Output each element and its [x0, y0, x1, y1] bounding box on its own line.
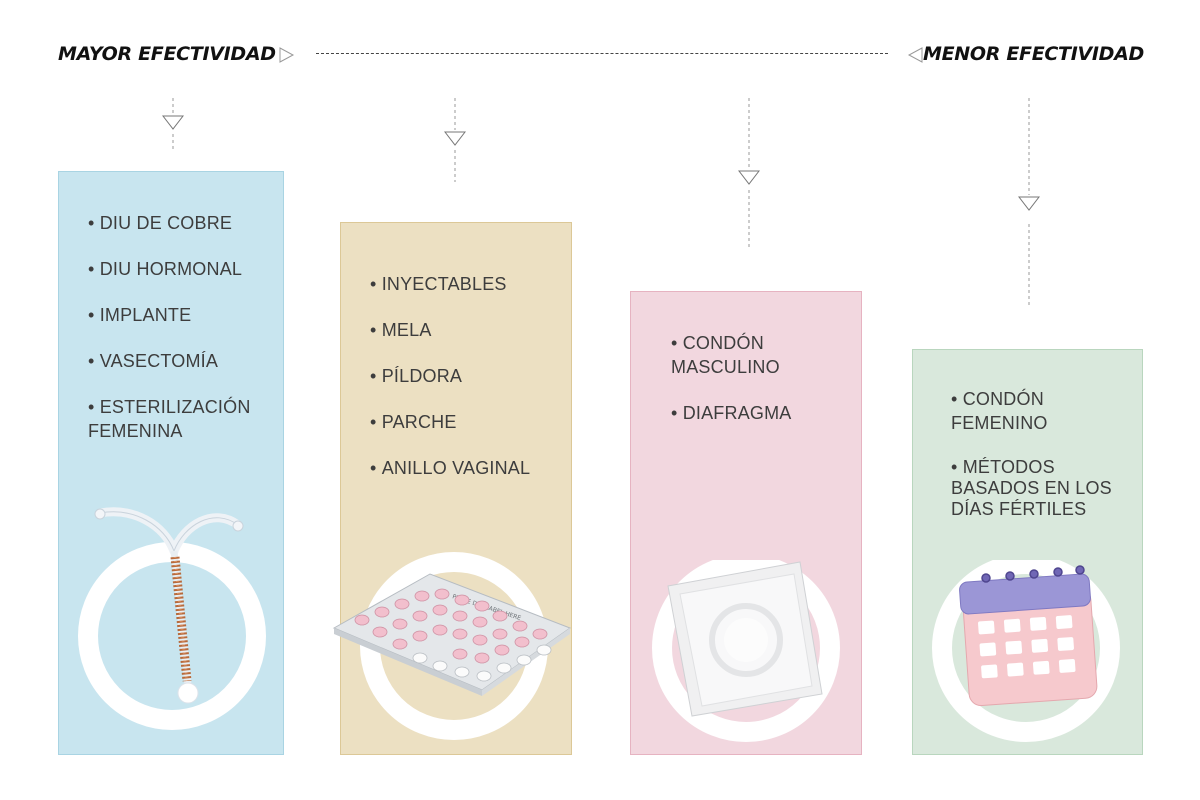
header-menor-efectividad: MENOR EFECTIVIDAD	[922, 43, 1144, 65]
connector-arrow-icon	[443, 98, 467, 182]
right-triangle-arrow-icon	[279, 47, 295, 63]
connector-arrow-icon	[737, 98, 761, 250]
iud-icon	[78, 507, 266, 730]
list-item: CONDÓN FEMENINO	[951, 387, 1122, 435]
list-item: DIU DE COBRE	[88, 211, 263, 235]
list-item: INYECTABLES	[370, 272, 551, 296]
method-list: CONDÓN FEMENINO MÉTODOS BASADOS EN LOS D…	[951, 387, 1122, 542]
list-item: DIU HORMONAL	[88, 257, 263, 281]
list-item: CONDÓN MASCULINO	[671, 331, 841, 379]
list-item: PARCHE	[370, 410, 551, 434]
list-item: ANILLO VAGINAL	[370, 456, 551, 480]
header-mayor-efectividad: MAYOR EFECTIVIDAD	[58, 43, 276, 65]
connector-arrow-icon	[161, 98, 185, 150]
effectiveness-scale-line	[316, 53, 888, 54]
list-item: DIAFRAGMA	[671, 401, 841, 425]
left-triangle-arrow-icon	[907, 47, 923, 63]
pill-pack-icon: PLACE DAY LABEL HERE	[332, 552, 572, 740]
connector-arrow-icon	[1017, 98, 1041, 306]
method-list: DIU DE COBRE DIU HORMONAL IMPLANTE VASEC…	[88, 211, 263, 465]
list-item: IMPLANTE	[88, 303, 263, 327]
list-item: VASECTOMÍA	[88, 349, 263, 373]
list-item: PÍLDORA	[370, 364, 551, 388]
list-item: MÉTODOS BASADOS EN LOS DÍAS FÉRTILES	[951, 457, 1122, 520]
condom-packet-icon	[652, 560, 840, 742]
list-item: ESTERILIZACIÓN FEMENINA	[88, 395, 263, 443]
calendar-icon	[932, 560, 1120, 742]
method-list: INYECTABLES MELA PÍLDORA PARCHE ANILLO V…	[370, 272, 551, 502]
list-item: MELA	[370, 318, 551, 342]
method-list: CONDÓN MASCULINO DIAFRAGMA	[671, 331, 841, 447]
